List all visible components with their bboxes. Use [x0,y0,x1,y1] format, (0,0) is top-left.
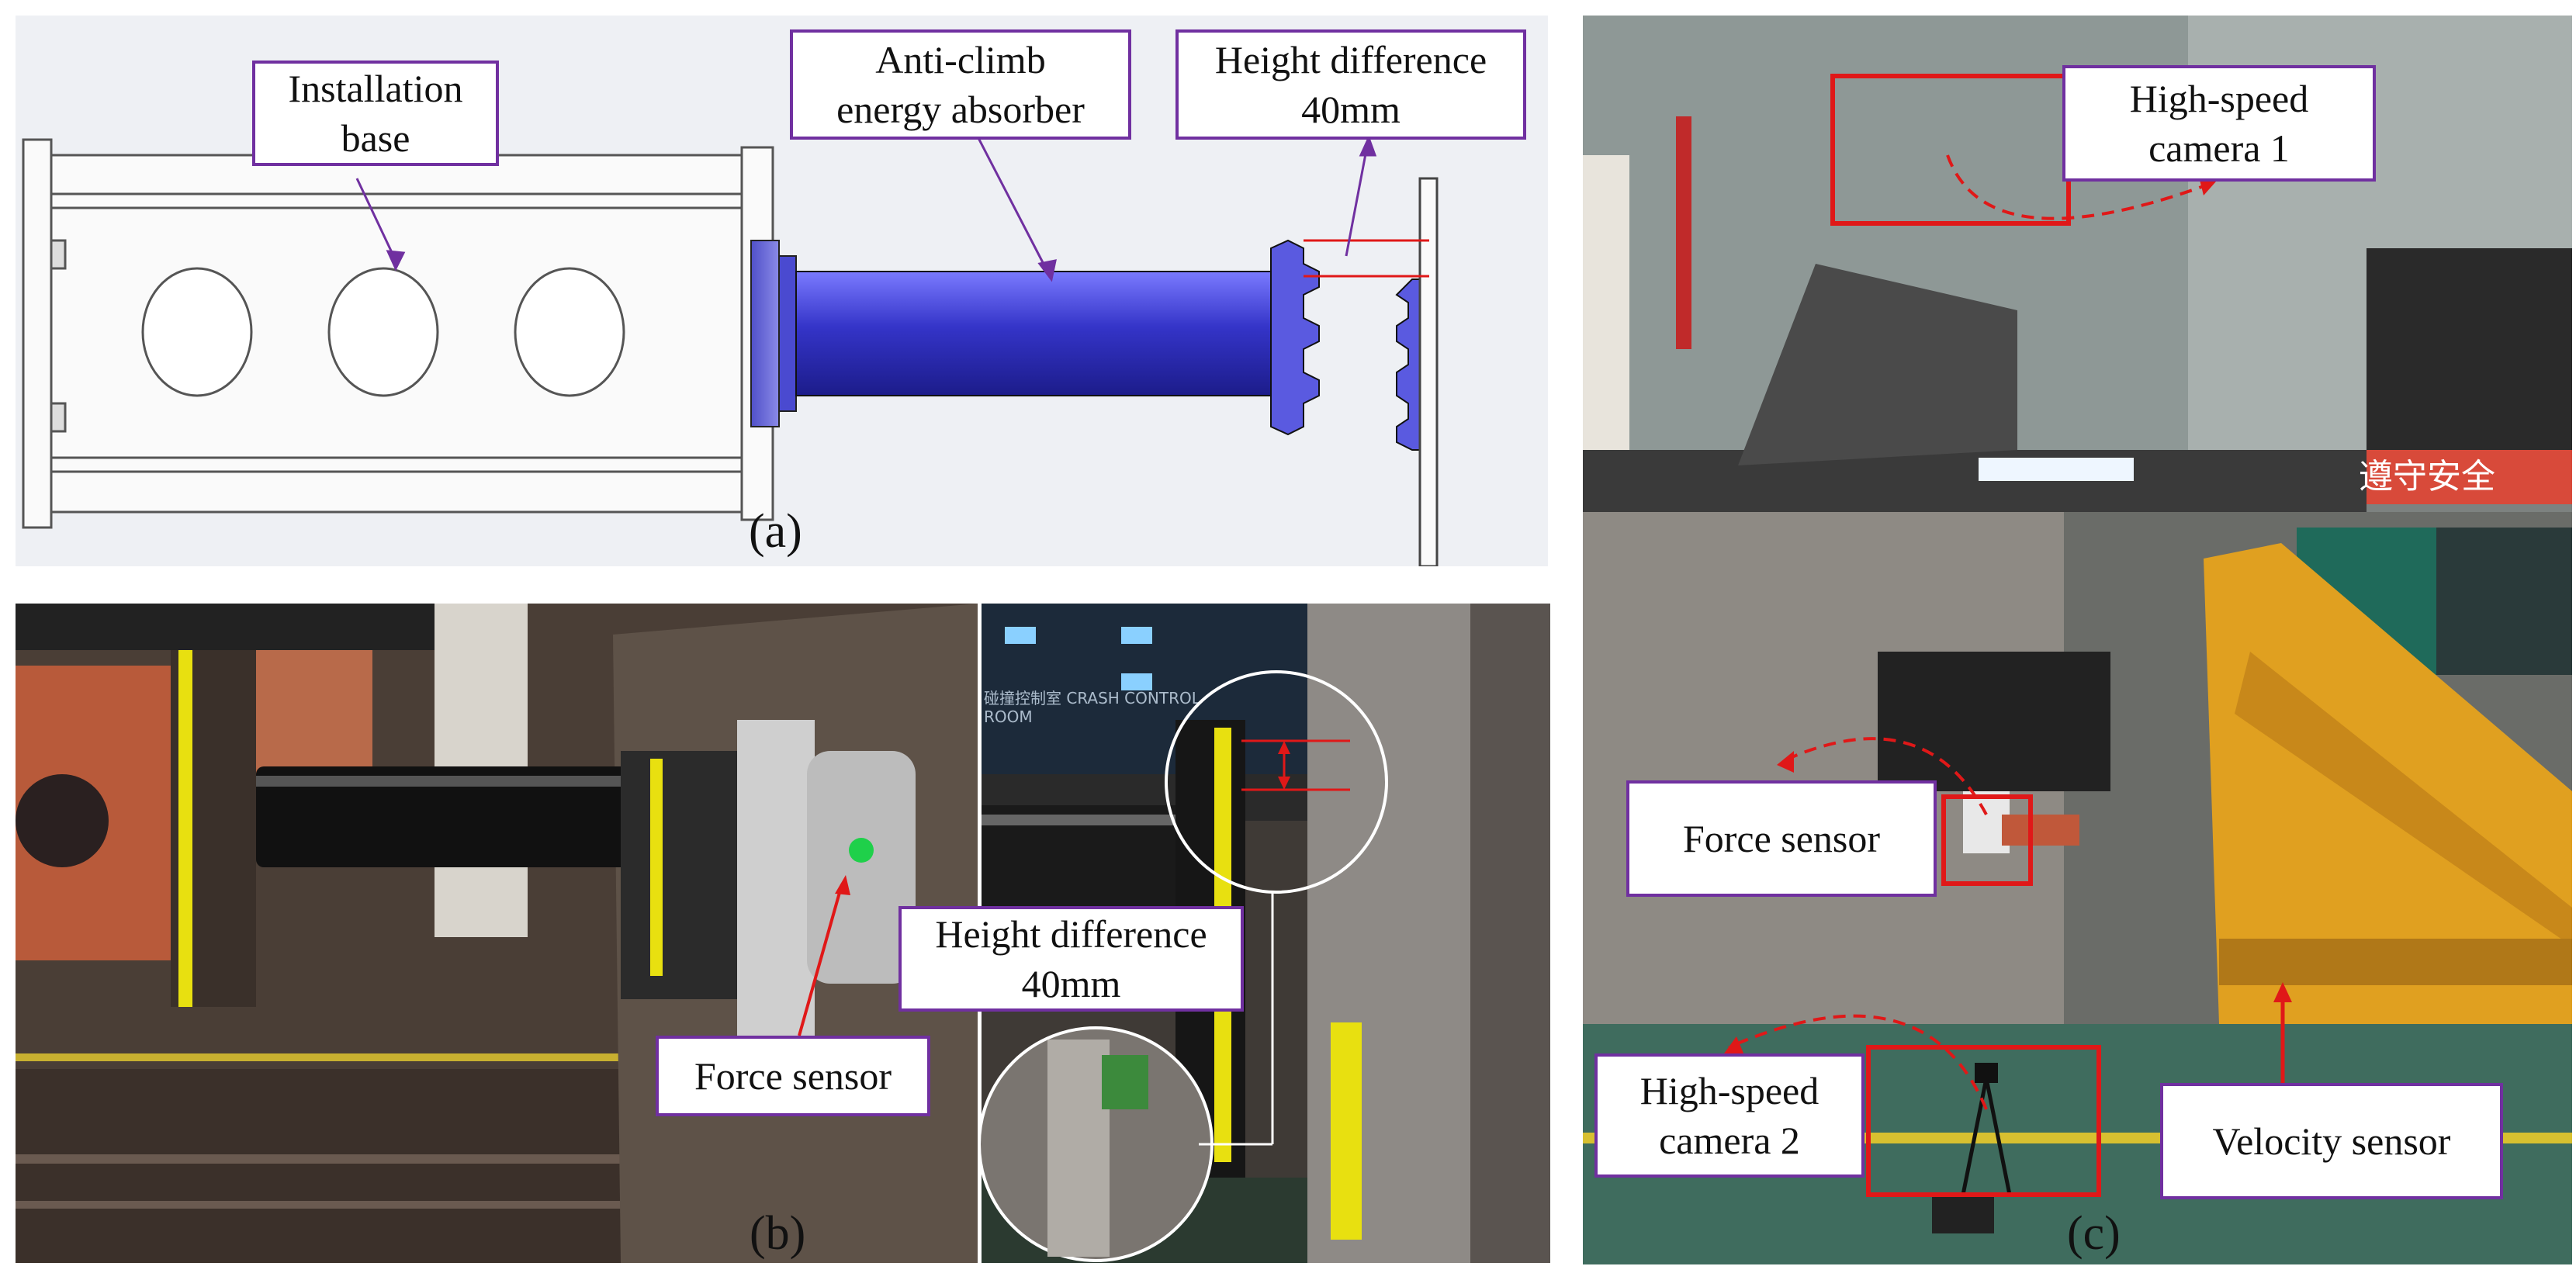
callout-height-difference-b: Height difference 40mm [898,906,1244,1012]
wall-sign-b: 碰撞控制室 CRASH CONTROL ROOM [984,689,1200,726]
warning-banner: 遵守安全 [2359,457,2495,496]
panel-label-a: (a) [749,505,802,558]
anti-climber-teeth-right [1395,278,1421,451]
absorber-mount-flange [750,240,780,427]
anti-climber-teeth-left [1270,239,1320,436]
panel-label-c: (c) [2067,1207,2121,1260]
panel-b-left-photo [16,604,978,1263]
callout-velocity-sensor: Velocity sensor [2160,1083,2503,1199]
callout-force-sensor-b: Force sensor [656,1036,930,1116]
callout-high-speed-camera-2: High-speed camera 2 [1594,1053,1864,1178]
photo-b-left [16,604,978,1263]
callout-high-speed-camera-1: High-speed camera 1 [2062,65,2376,182]
rigid-wall-plate [1418,177,1439,566]
panel-label-b: (b) [750,1207,806,1260]
installation-base-frame [22,138,774,529]
anti-climb-absorber-tube [795,271,1272,396]
callout-anti-climb-absorber: Anti-climb energy absorber [790,29,1131,140]
callout-height-difference-a: Height difference 40mm [1175,29,1526,140]
absorber-tube-photo [256,766,644,867]
cad-drawing [22,135,1439,566]
callout-installation-base: Installation base [252,61,499,166]
callout-force-sensor-c: Force sensor [1626,780,1937,897]
